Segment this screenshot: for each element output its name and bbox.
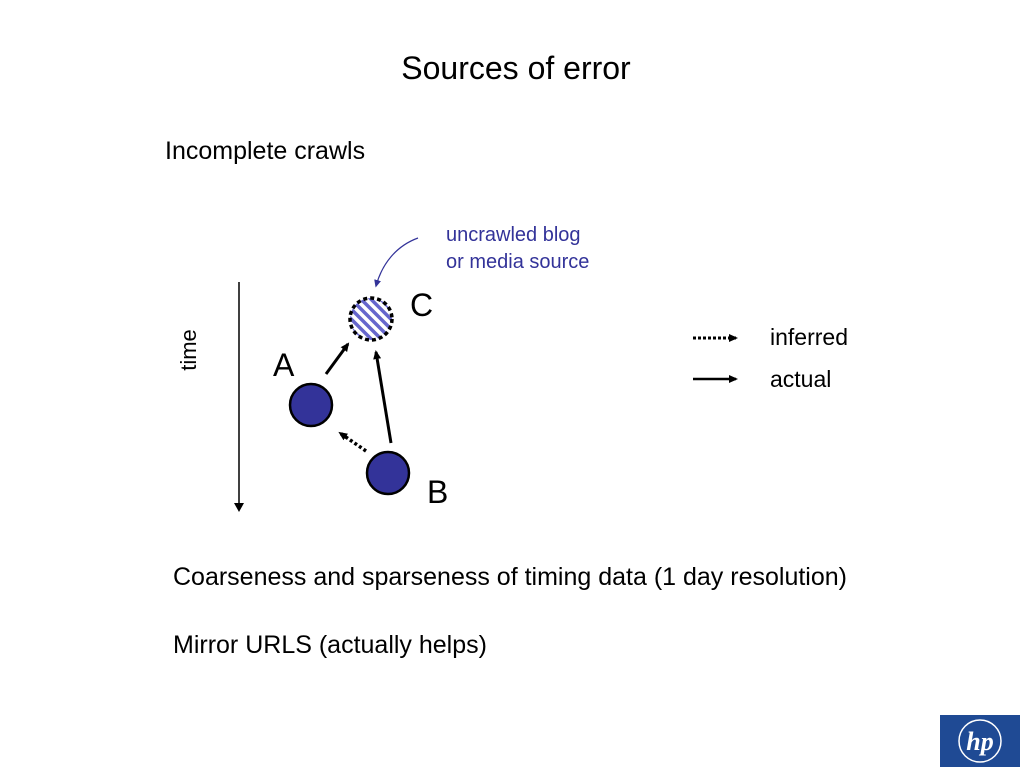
node-b (365, 450, 411, 496)
slide-title: Sources of error (401, 50, 631, 86)
time-axis-label: time (175, 329, 201, 371)
edge-a-to-c (324, 342, 350, 375)
callout-line-1: uncrawled blog (446, 224, 581, 246)
callout-pointer (374, 237, 419, 288)
hp-logo-circle (958, 719, 1002, 763)
legend-inferred-label: inferred (770, 324, 848, 350)
node-c-label: C (410, 287, 433, 323)
edge-b-to-c (373, 350, 393, 444)
node-b-label: B (427, 474, 448, 510)
bullet-coarseness: Coarseness and sparseness of timing data… (173, 563, 847, 591)
edge-b-to-a-inferred (338, 431, 367, 453)
section-heading: Incomplete crawls (165, 137, 366, 165)
node-c-uncrawled (348, 296, 394, 342)
node-a (288, 382, 334, 428)
legend-actual-label: actual (770, 366, 831, 392)
hp-logo-text: hp (966, 727, 993, 756)
bullet-mirror-urls: Mirror URLS (actually helps) (173, 631, 487, 659)
callout-line-2: or media source (446, 251, 589, 273)
node-a-label: A (273, 347, 295, 383)
hp-logo: hp (940, 715, 1020, 767)
time-axis-arrowhead (234, 503, 244, 512)
